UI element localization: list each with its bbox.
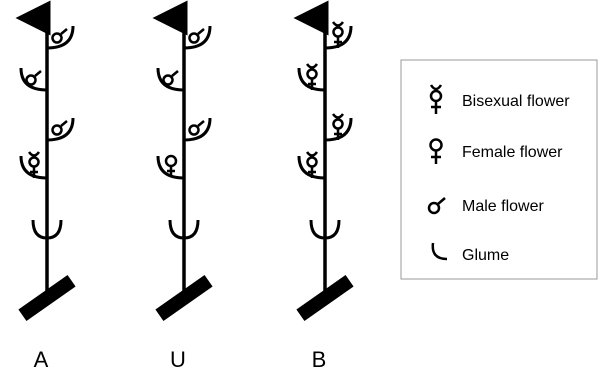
legend: Bisexual flower Female flower Male flowe…: [400, 59, 598, 280]
male-flower-4: [25, 70, 42, 86]
glume-3: [46, 117, 75, 142]
bisexual-flower-icon: [429, 84, 443, 114]
bisexual-flower-2: [27, 151, 41, 178]
legend-item-glume: Glume: [431, 242, 509, 264]
legend-label-female: Female flower: [462, 144, 563, 161]
bisexual-flower-5: [331, 21, 345, 48]
glume-2: [19, 155, 48, 180]
column-label-b: B: [312, 347, 327, 372]
male-flower-5: [188, 28, 205, 44]
spikelet-b: B: [293, 0, 354, 372]
glume-1: [309, 219, 341, 240]
legend-item-male: Male flower: [427, 197, 544, 215]
legend-label-bisexual: Bisexual flower: [462, 93, 570, 110]
glume-2: [156, 155, 185, 180]
glume-5: [324, 25, 353, 50]
glume-5: [183, 25, 212, 50]
male-flower-icon: [427, 197, 446, 215]
male-flower-4: [162, 70, 179, 86]
glume-4: [19, 67, 48, 92]
glume-4: [156, 67, 185, 92]
glume-3: [324, 117, 353, 142]
column-label-a: A: [34, 347, 49, 372]
glume-1: [168, 219, 200, 240]
glume-1: [31, 219, 63, 240]
glume-4: [297, 67, 326, 92]
male-flower-3: [188, 120, 205, 136]
legend-box: [400, 59, 598, 280]
bisexual-flower-4: [305, 63, 319, 90]
bisexual-flower-3: [331, 113, 345, 140]
glume-3: [183, 117, 212, 142]
legend-item-bisexual: Bisexual flower: [429, 84, 570, 114]
spikelet-u: U: [152, 0, 213, 372]
legend-item-female: Female flower: [429, 138, 563, 164]
glume-icon: [431, 242, 448, 261]
bisexual-flower-2: [305, 151, 319, 178]
legend-label-glume: Glume: [462, 247, 509, 264]
legend-label-male: Male flower: [462, 198, 544, 215]
column-label-u: U: [170, 347, 186, 372]
female-flower-icon: [429, 138, 443, 164]
female-flower-2: [164, 154, 178, 177]
male-flower-3: [51, 120, 68, 136]
glume-2: [297, 155, 326, 180]
spikelet-a: A: [15, 0, 76, 372]
glume-5: [46, 25, 75, 50]
male-flower-5: [51, 28, 68, 44]
